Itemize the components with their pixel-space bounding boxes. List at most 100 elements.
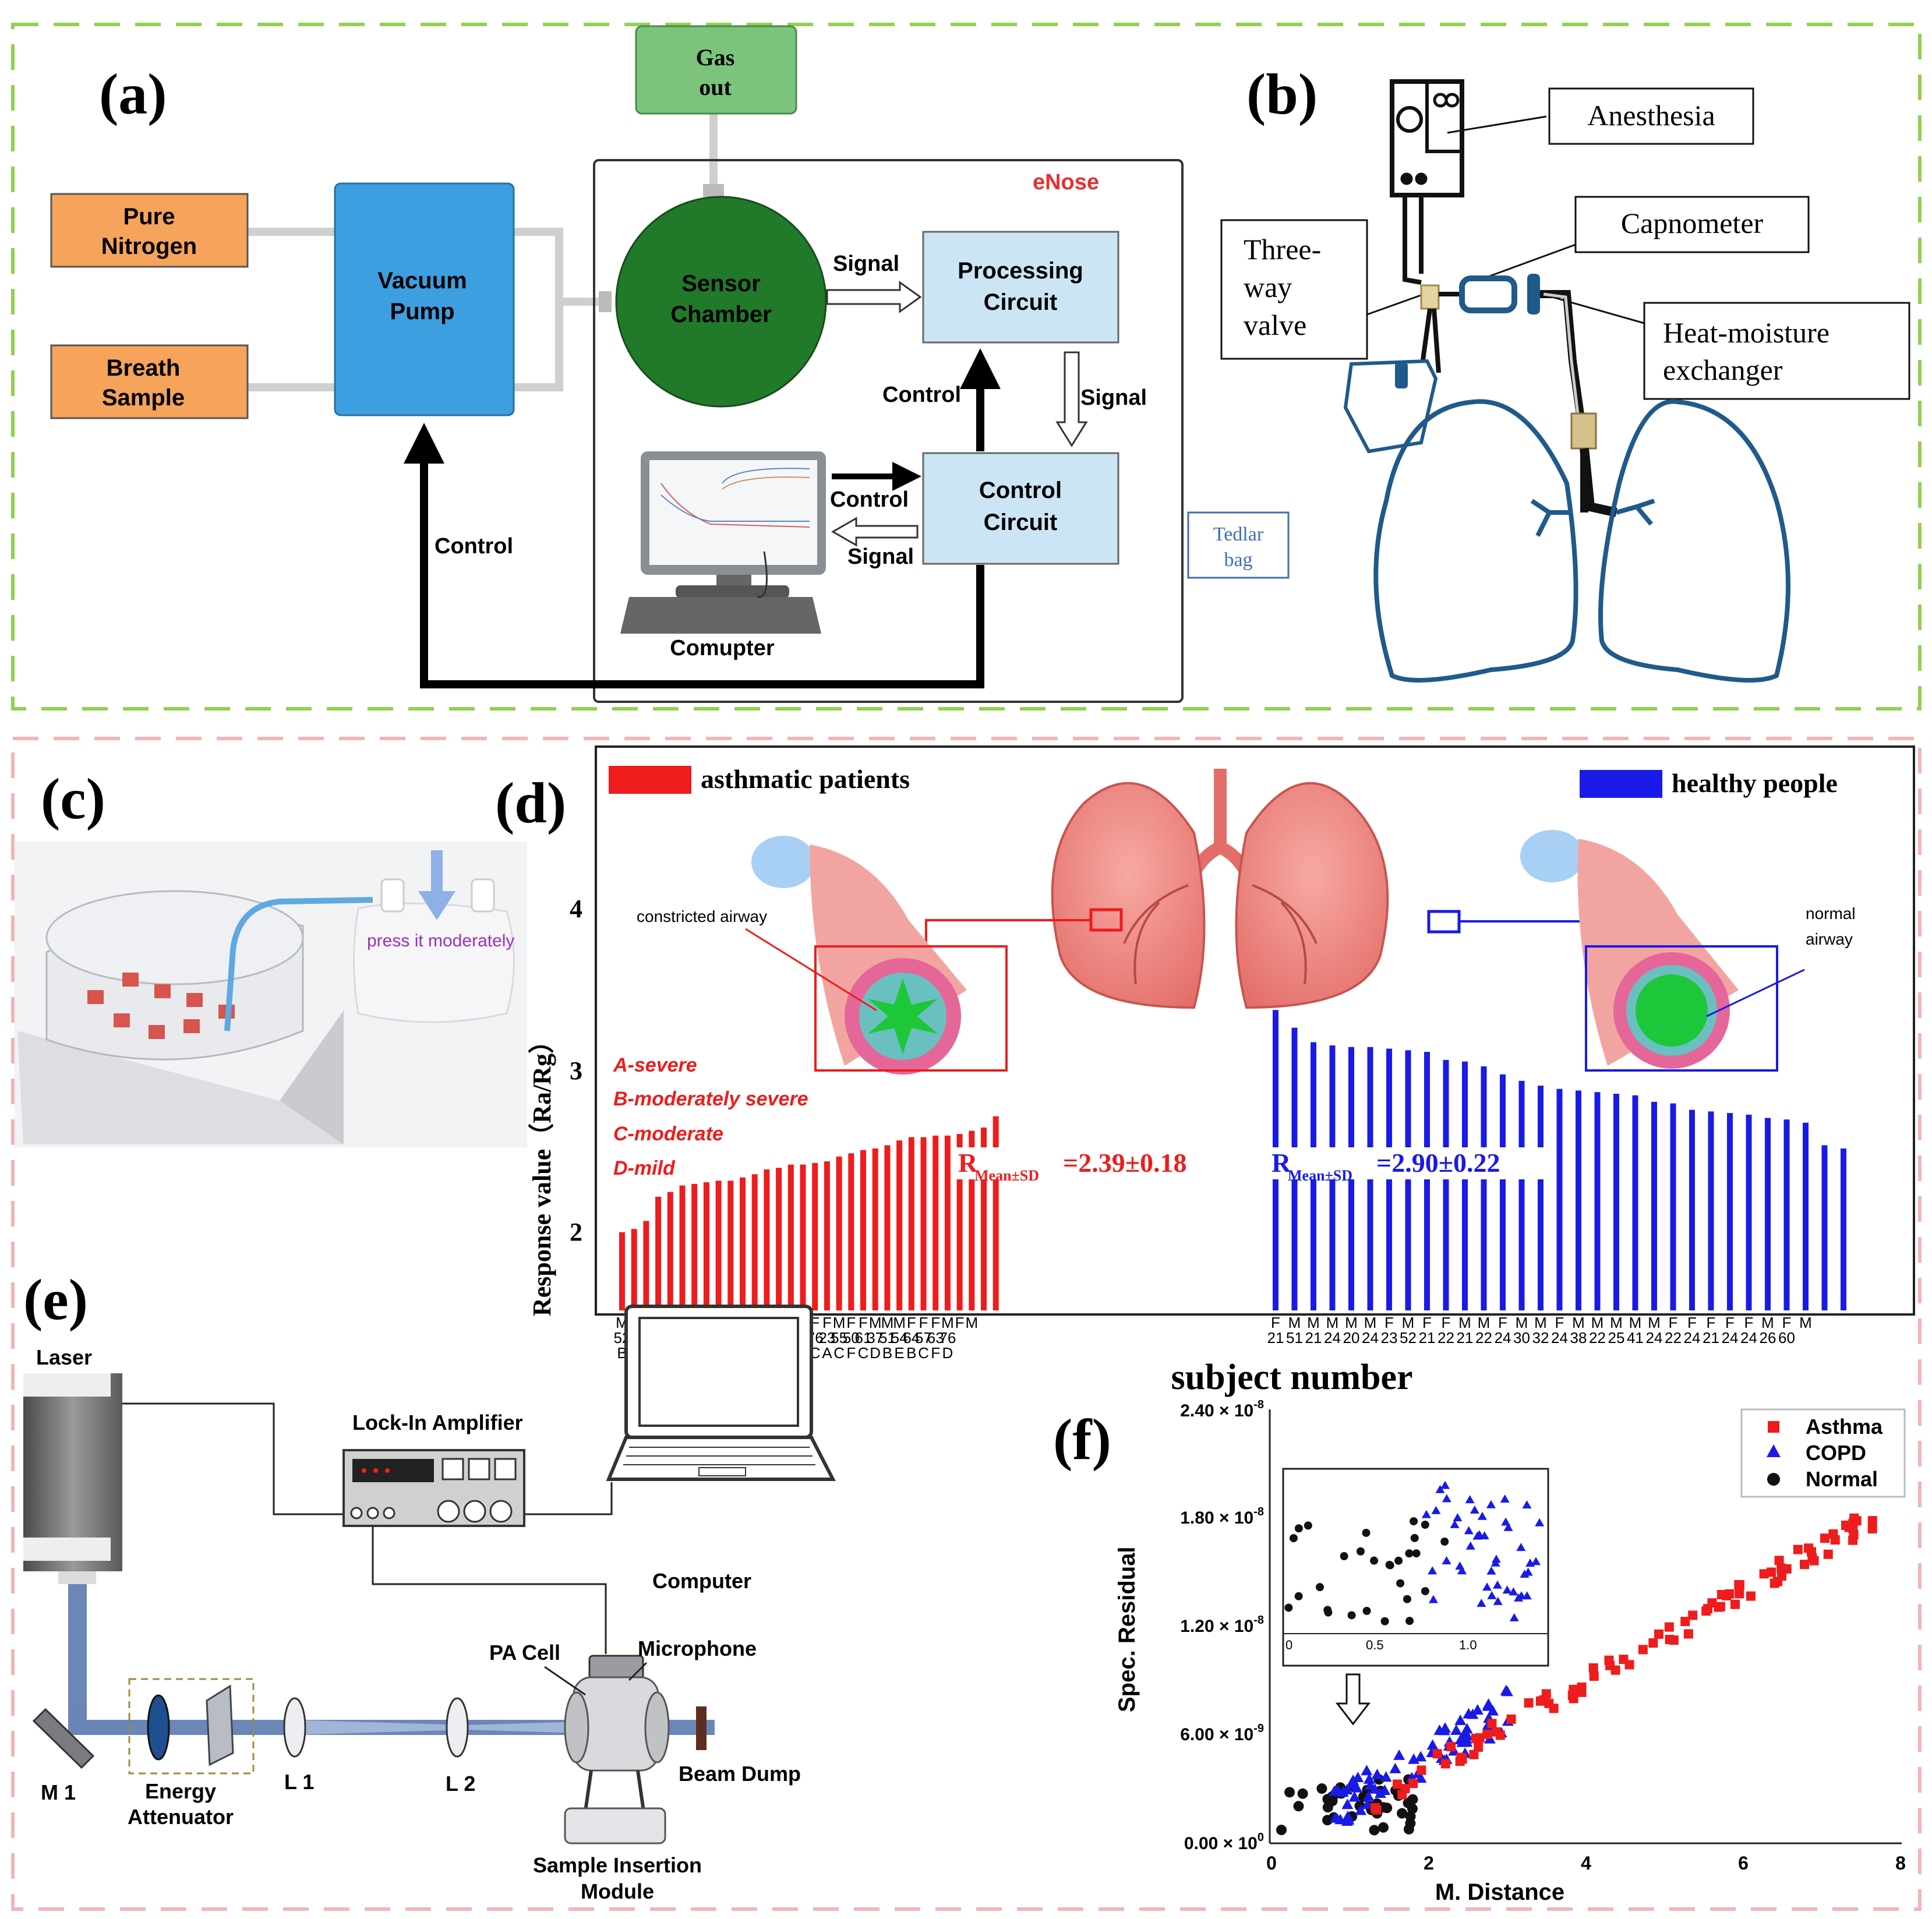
inset-points [1284, 1480, 1545, 1625]
subject-code: F [907, 1314, 916, 1331]
gas-out-valve [703, 184, 724, 197]
legend-healthy-swatch [1580, 770, 1662, 798]
subject-code: 57 [915, 1329, 932, 1347]
healthy-bar [1556, 1089, 1563, 1310]
gas-out-label-2: out [699, 74, 732, 100]
signal-label-3: Signal [847, 545, 914, 569]
asthma-bar [920, 1137, 927, 1310]
breath-sample-label-2: Sample [102, 385, 185, 411]
copd-point [1454, 1715, 1467, 1726]
inset-copd-point [1514, 1593, 1524, 1602]
sensor-chamber-label-2: Chamber [670, 302, 771, 327]
inset-copd-point [1474, 1530, 1484, 1539]
asthma-bar [812, 1162, 818, 1310]
signal-arrow-circuit-to-computer [831, 517, 919, 547]
asthma-point [1408, 1779, 1418, 1789]
copd-point [1341, 1784, 1353, 1795]
capnometer-pointer [1488, 243, 1576, 278]
stat-healthy-r: R [1271, 1148, 1291, 1178]
stat-asthma-r: R [958, 1148, 978, 1178]
healthy-bar [1670, 1103, 1676, 1310]
inset-copd-point [1457, 1566, 1467, 1575]
asthma-point [1669, 1635, 1679, 1645]
enose-label: eNose [1033, 170, 1099, 195]
l2-label: L 2 [446, 1772, 475, 1796]
copd-point [1341, 1798, 1354, 1810]
anesthesia-label: Anesthesia [1587, 99, 1715, 132]
asthma-point [1588, 1663, 1598, 1673]
panel-f-xtick-0: 0 [1266, 1853, 1277, 1874]
subject-code: F [846, 1314, 856, 1331]
subject-code: F [1669, 1314, 1678, 1331]
healthy-bar [1405, 1050, 1411, 1310]
asthma-bar [691, 1183, 698, 1310]
breath-sample-label-1: Breath [107, 355, 181, 381]
healthy-bar [1576, 1090, 1581, 1310]
panel-f-ytick-1: 6.00 × 10-9 [1180, 1722, 1264, 1744]
inset-xtick-10: 1.0 [1459, 1638, 1477, 1652]
inset-normal-point [1394, 1556, 1403, 1565]
panel-f-ytick-0: 0.00 × 100 [1184, 1831, 1264, 1853]
vacuum-pump-label-2: Pump [390, 299, 454, 324]
base-plate [17, 1031, 344, 1144]
subject-code: M [869, 1314, 882, 1331]
copd-point [1450, 1724, 1463, 1735]
subject-code: M [1591, 1314, 1604, 1331]
pure-nitrogen-label-2: Nitrogen [101, 234, 197, 259]
asthma-bar [969, 1130, 975, 1310]
inset-copd-point [1477, 1511, 1487, 1520]
healthy-bar [1821, 1145, 1828, 1310]
normal-point [1316, 1783, 1327, 1794]
asthma-point [1730, 1599, 1740, 1609]
legend-copd-marker [1767, 1444, 1781, 1457]
asthma-point [1474, 1743, 1484, 1752]
laser-device [23, 1373, 122, 1584]
gas-out-box [635, 25, 797, 115]
breath-sample-box [50, 344, 249, 419]
subject-code: M [1288, 1314, 1301, 1331]
lens-l2 [446, 1697, 469, 1758]
asthma-point [1457, 1754, 1467, 1764]
asthma-point [1535, 1696, 1545, 1706]
healthy-bar [1613, 1093, 1619, 1310]
asthma-point [1446, 1742, 1456, 1752]
panel-b: (b) Anesthesia Capnometer Three- way val… [1187, 62, 1910, 683]
subject-code: 41 [1627, 1329, 1644, 1347]
healthy-bar [1689, 1109, 1695, 1310]
normal-point [1378, 1822, 1389, 1833]
asthma-bar [776, 1168, 782, 1310]
asthma-point [1664, 1622, 1674, 1632]
inset-copd-point [1525, 1558, 1535, 1567]
control-loop-line [404, 423, 984, 688]
inset-xtick-05: 0.5 [1366, 1638, 1384, 1652]
press-it-moderately-label: press it moderately [367, 931, 514, 950]
subject-code: 24 [1722, 1329, 1739, 1347]
capnometer-label: Capnometer [1621, 207, 1764, 239]
panel-d-ytick-3: 3 [570, 1056, 582, 1085]
inset-xtick-0: 0 [1285, 1638, 1292, 1652]
asthma-point [1849, 1529, 1859, 1539]
asthma-point [1506, 1714, 1516, 1724]
asthma-point [1577, 1687, 1587, 1697]
panel-b-label: (b) [1246, 62, 1318, 126]
normal-point [1322, 1802, 1333, 1813]
pa-cell [564, 1655, 670, 1844]
asthma-bar [643, 1221, 649, 1310]
three-way-valve-pointer [1366, 293, 1425, 316]
inset-normal-point [1370, 1556, 1379, 1565]
inset-copd-point [1453, 1513, 1463, 1522]
asthma-bar [944, 1135, 951, 1310]
subject-code: F [955, 1314, 965, 1331]
inset-normal-point [1403, 1595, 1411, 1603]
subject-code: M [1402, 1314, 1415, 1331]
subject-code: C [858, 1344, 869, 1362]
inset-copd-point [1428, 1566, 1437, 1575]
signal-arrow-processing-to-control [1055, 351, 1088, 447]
inset-copd-point [1487, 1591, 1497, 1599]
asthma-bar [655, 1196, 662, 1310]
asthma-point [1487, 1719, 1497, 1729]
subject-code: 21 [1703, 1329, 1719, 1347]
healthy-bar [1632, 1095, 1638, 1310]
sample-tube [224, 897, 373, 1031]
panel-c-label: (c) [41, 766, 105, 831]
